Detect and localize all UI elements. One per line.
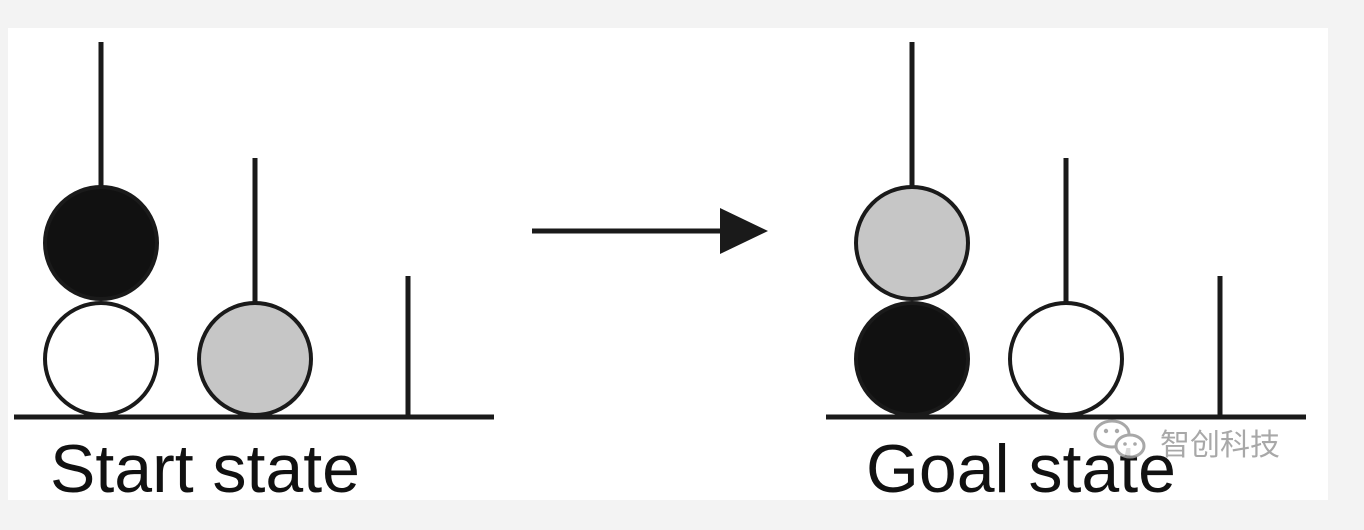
goal-gray-ball	[854, 185, 970, 301]
start-state-label: Start state	[50, 431, 360, 507]
right-arrow-icon	[532, 208, 768, 254]
goal-white-ball	[1008, 301, 1124, 417]
watermark: 智创科技	[1093, 419, 1280, 463]
start-gray-ball	[197, 301, 313, 417]
start-black-ball	[43, 185, 159, 301]
start-state-group: Start state	[14, 42, 494, 507]
start-white-ball	[43, 301, 159, 417]
watermark-text: 智创科技	[1160, 428, 1280, 463]
goal-black-ball	[854, 301, 970, 417]
wechat-icon	[1093, 419, 1146, 459]
